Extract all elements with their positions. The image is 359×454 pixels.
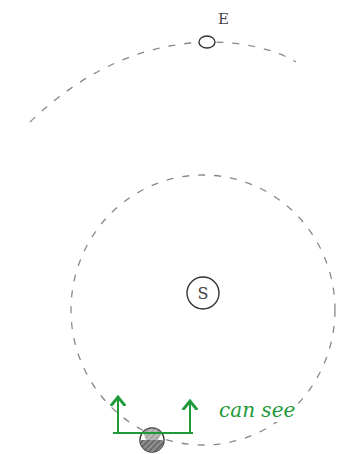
planet [140,428,164,452]
view-line [113,432,193,434]
earth-circle: E [198,10,234,50]
inner-orbit [71,175,335,445]
outer-orbit [30,42,296,122]
sun-label: S [198,284,209,303]
view-arrow [117,397,119,433]
note-label: can see [216,398,298,422]
planet-shadow [140,440,164,452]
earth-label: E [218,10,234,28]
view-arrow [189,401,191,433]
sun-circle: S [186,276,220,310]
